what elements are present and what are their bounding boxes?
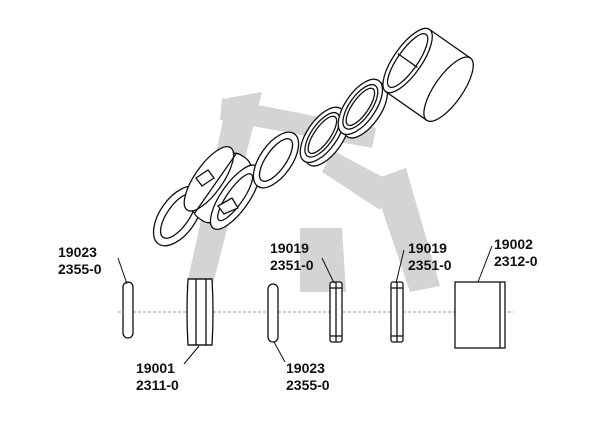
exploded-seal-19019-b — [337, 78, 389, 139]
callout-part-number: 19023 — [58, 244, 97, 260]
leader-19001 — [183, 345, 200, 365]
callout-code: 2355-0 — [58, 261, 102, 277]
callout-19023-middle: 19023 2355-0 — [286, 360, 330, 394]
exploded-bushing-19002 — [382, 27, 474, 123]
leader-19019-right — [395, 249, 405, 284]
side-bushing-19002 — [454, 281, 506, 349]
leader-lines — [117, 245, 493, 365]
callout-part-number: 19001 — [136, 360, 175, 376]
callout-code: 2355-0 — [286, 377, 330, 393]
callout-code: 2351-0 — [408, 257, 452, 273]
callout-code: 2351-0 — [270, 257, 314, 273]
leader-19019-left — [321, 257, 335, 284]
callout-part-number: 19019 — [408, 240, 447, 256]
callout-19002: 19002 2312-0 — [494, 236, 538, 270]
exploded-ring-19023-b — [252, 131, 300, 189]
callout-part-number: 19019 — [270, 240, 309, 256]
side-ring-19023-left — [122, 281, 134, 339]
callout-19019-left: 19019 2351-0 — [270, 240, 314, 274]
side-ring-19023-middle — [267, 283, 279, 343]
leader-19002 — [477, 245, 493, 283]
callout-code: 2311-0 — [136, 377, 179, 393]
callout-code: 2312-0 — [494, 253, 538, 269]
leader-19023-middle — [273, 341, 286, 363]
side-seal-19019-right — [390, 281, 404, 343]
callout-19001: 19001 2311-0 — [136, 360, 179, 394]
exploded-view — [152, 27, 474, 247]
exploded-insert-19001 — [183, 146, 261, 230]
callout-19019-right: 19019 2351-0 — [408, 240, 452, 274]
side-insert-19001 — [186, 278, 214, 346]
callout-part-number: 19002 — [494, 236, 533, 252]
side-view — [122, 278, 506, 349]
side-seal-19019-left — [329, 281, 343, 343]
leader-19023-left — [117, 257, 128, 285]
callout-19023-left: 19023 2355-0 — [58, 244, 102, 278]
callout-part-number: 19023 — [286, 360, 325, 376]
